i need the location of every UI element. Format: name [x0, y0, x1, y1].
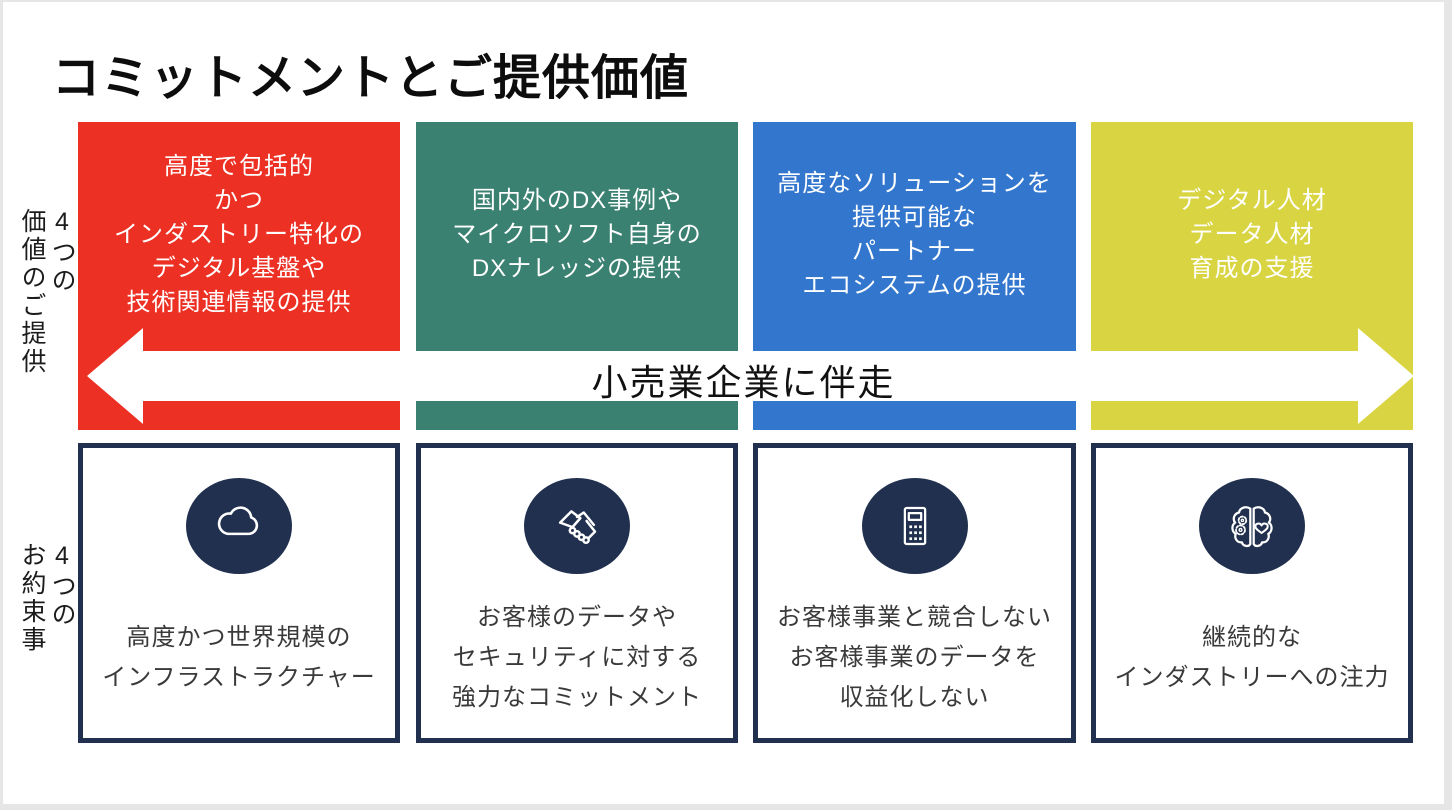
value-card-line: デジタル基盤や [151, 254, 327, 282]
value-card-line: かつ [214, 186, 264, 214]
value-card-line: 高度で包括的 [164, 152, 314, 180]
promise-card-line: お客様事業と競合しない [777, 604, 1052, 631]
promise-card-line: インダストリーへの注力 [1114, 664, 1390, 691]
value-card-line: DXナレッジの提供 [471, 254, 683, 282]
promise-card-line: 高度かつ世界規模の [126, 624, 352, 651]
value-card-line: マイクロソフト自身の [452, 220, 702, 248]
value-card-line: 提供可能な [852, 203, 977, 231]
row-label-values: 4つの 価値のご提供 [15, 208, 77, 376]
handshake-icon [558, 510, 597, 544]
promise-card-line: 収益化しない [839, 684, 990, 711]
page-title: コミットメントとご提供価値 [52, 52, 690, 105]
promise-card-infrastructure: 高度かつ世界規模の インフラストラクチャー [78, 443, 400, 743]
value-card-line: エコシステムの提供 [802, 271, 1027, 299]
icon-circle [186, 478, 292, 574]
promise-card-line: お客様のデータや [477, 604, 677, 631]
value-card-line: デジタル人材 [1177, 186, 1327, 214]
promise-card-text: 継続的な インダストリーへの注力 [1104, 596, 1400, 720]
promise-card-line: 強力なコミットメント [452, 684, 702, 711]
row-label-promises: 4つの お約束事 [15, 542, 77, 654]
row-label-values-line2: 価値のご提供 [18, 208, 46, 376]
value-card-line: パートナー [852, 237, 977, 265]
brain-icon [1231, 506, 1273, 548]
value-card-line: データ人材 [1189, 220, 1315, 248]
promise-card-security-commitment: お客様のデータや セキュリティに対する 強力なコミットメント [416, 443, 738, 743]
arrow-label: 小売業企業に伴走 [591, 362, 896, 403]
icon-circle [861, 478, 968, 574]
value-card-text: 高度なソリューションを 提供可能な パートナー エコシステムの提供 [759, 122, 1070, 347]
value-card-text: 国内外のDX事例や マイクロソフト自身の DXナレッジの提供 [422, 122, 732, 347]
promise-card-line: インフラストラクチャー [102, 664, 376, 691]
calculator-icon [903, 506, 926, 546]
promise-card-line: セキュリティに対する [452, 644, 702, 671]
row-label-promises-line1: 4つの [48, 542, 76, 629]
row-label-values-line1: 4つの [48, 208, 76, 295]
cloud-icon [217, 506, 259, 536]
slide-frame: コミットメントとご提供価値 4つの 価値のご提供 4つの お約束事 高度で包括的… [3, 2, 1444, 804]
value-card-line: インダストリー特化の [114, 220, 364, 248]
value-card-text: デジタル人材 データ人材 育成の支援 [1097, 122, 1407, 347]
icon-circle [1199, 478, 1305, 574]
value-card-line: 育成の支援 [1189, 254, 1315, 282]
value-card-line: 技術関連情報の提供 [126, 288, 352, 316]
promise-card-no-monetization: お客様事業と競合しない お客様事業のデータを 収益化しない [753, 443, 1076, 743]
row-label-promises-line2: お約束事 [18, 542, 46, 654]
promise-card-line: 継続的な [1202, 624, 1302, 651]
promise-card-text: 高度かつ世界規模の インフラストラクチャー [91, 596, 387, 720]
promise-card-text: お客様事業と競合しない お客様事業のデータを 収益化しない [766, 596, 1063, 720]
value-card-line: 高度なソリューションを [777, 169, 1052, 197]
value-card-line: 国内外のDX事例や [471, 186, 683, 214]
promise-card-line: お客様事業のデータを [789, 644, 1040, 671]
promise-card-text: お客様のデータや セキュリティに対する 強力なコミットメント [429, 596, 725, 720]
value-card-text: 高度で包括的 かつ インダストリー特化の デジタル基盤や 技術関連情報の提供 [84, 122, 394, 347]
icon-circle [524, 478, 630, 574]
promise-card-industry-focus: 継続的な インダストリーへの注力 [1091, 443, 1413, 743]
